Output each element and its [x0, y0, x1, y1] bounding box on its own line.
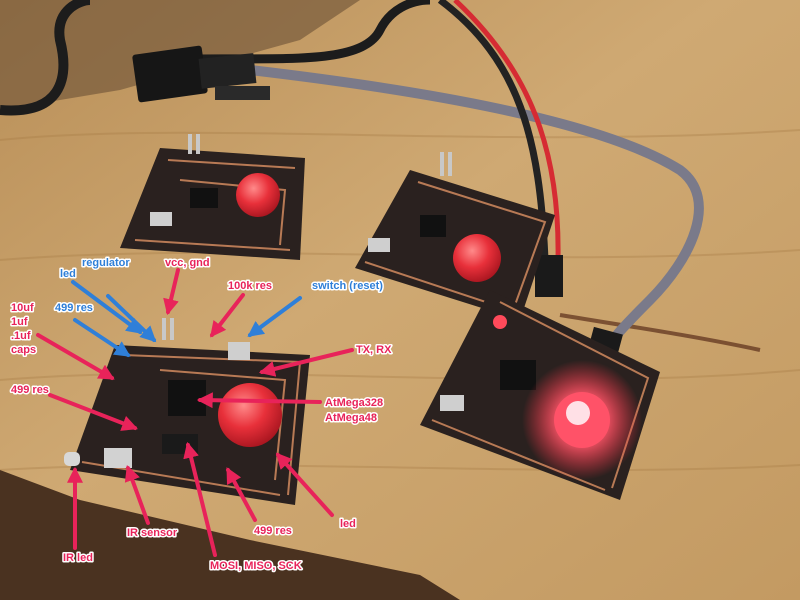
label-atmega328: AtMega328 — [325, 397, 383, 409]
grey-cable — [249, 65, 704, 353]
pcb-back-right — [355, 152, 555, 320]
connector-plug — [535, 255, 563, 297]
label-ir-led: IR led — [63, 552, 93, 564]
red-wire — [453, 0, 561, 261]
label-01uf: .1uf — [11, 330, 31, 342]
label-atmega48: AtMega48 — [325, 412, 377, 424]
label-ir-sensor: IR sensor — [127, 527, 178, 539]
label-499-res-bottom: 499 res — [254, 525, 292, 537]
table-edge-shadow — [0, 470, 460, 600]
header-pins — [198, 53, 257, 89]
label-led-top: led — [60, 268, 76, 280]
header-pins-bottom — [215, 86, 270, 100]
label-mosi-miso-sck: MOSI, MISO, SCK — [210, 560, 302, 572]
label-switch-reset: switch (reset) — [312, 280, 383, 292]
label-regulator: regulator — [82, 257, 130, 269]
label-499-res-left: 499 res — [11, 384, 49, 396]
pcb-front-right — [420, 290, 660, 500]
label-10uf: 10uf — [11, 302, 34, 314]
wood-crack — [559, 313, 761, 352]
annotation-arrows — [36, 268, 354, 557]
label-caps: caps — [11, 344, 36, 356]
label-499-res-top: 499 res — [55, 302, 93, 314]
label-tx-rx: TX, RX — [356, 344, 392, 356]
label-led-bottom: led — [340, 518, 356, 530]
label-vcc-gnd: vcc, gnd — [165, 257, 210, 269]
ribbon-connector — [132, 45, 208, 103]
label-100k-res: 100k res — [228, 280, 272, 292]
pcb-back-left — [120, 134, 305, 260]
black-cable-left — [0, 0, 91, 116]
label-1uf: 1uf — [11, 316, 28, 328]
